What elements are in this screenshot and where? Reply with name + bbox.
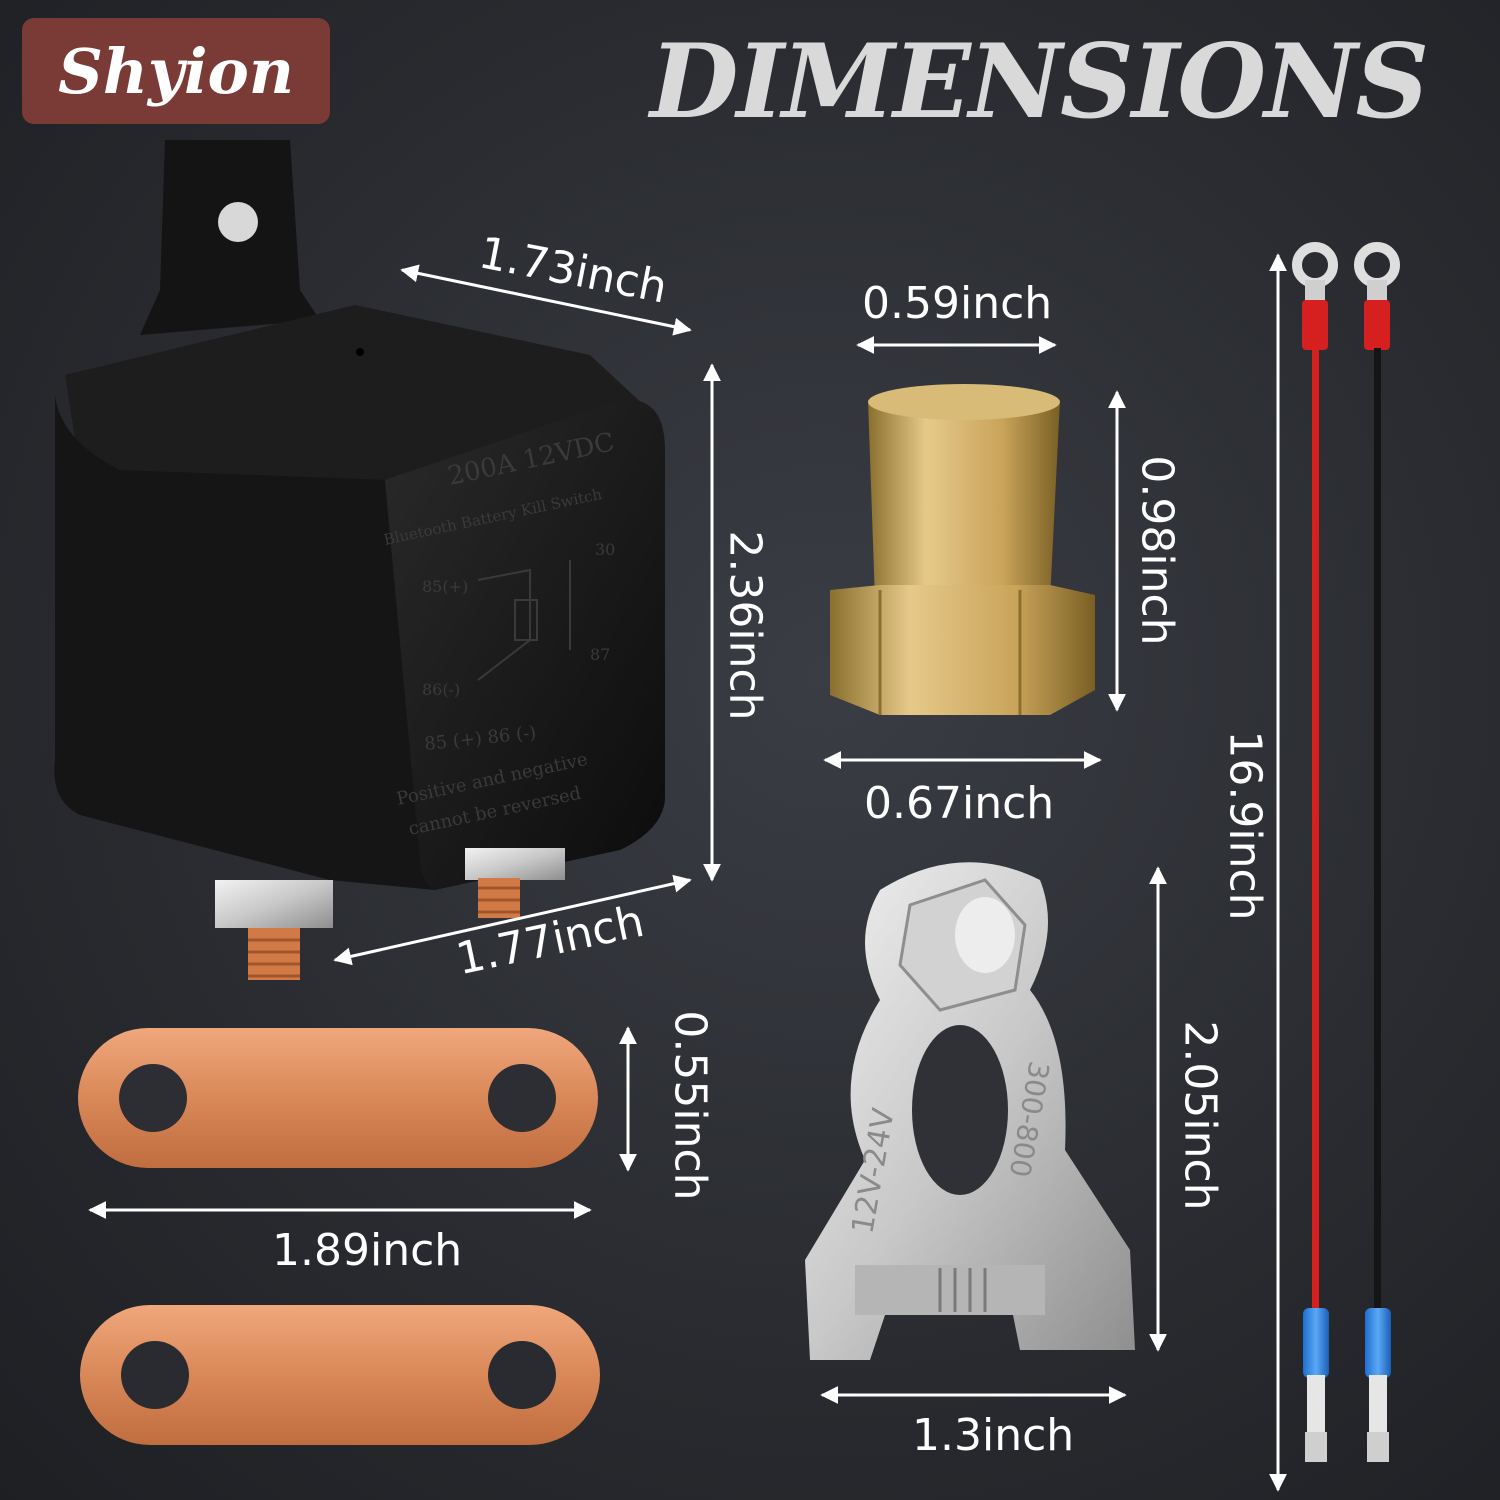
relay-top-arrow xyxy=(400,264,692,336)
relay-stud-left xyxy=(215,880,333,980)
cable-length-dimension-label: 16.9inch xyxy=(1219,730,1271,921)
relay-print-pin86: 86(-) xyxy=(422,680,460,699)
brass-top-dimension-label: 0.59inch xyxy=(862,278,1053,329)
relay-print-pin87: 87 xyxy=(590,645,610,664)
relay-height-dimension-label: 2.36inch xyxy=(719,530,771,721)
brass-bottom-dimension-label: 0.67inch xyxy=(864,778,1055,829)
terminal-clamp: 12V-24V 300-800 xyxy=(805,862,1135,1360)
relay: 200A 12VDC Bluetooth Battery Kill Switch… xyxy=(54,140,721,980)
brand-badge: Shyion xyxy=(22,18,330,124)
brass-height-dimension-label: 0.98inch xyxy=(1131,455,1183,646)
cable-black xyxy=(1354,242,1400,1462)
copper-strip-1 xyxy=(78,1028,598,1168)
copper-height-dimension-label: 0.55inch xyxy=(664,1010,716,1201)
cable-red xyxy=(1292,242,1338,1462)
page-title: DIMENSIONS xyxy=(650,22,1429,142)
relay-stud-right xyxy=(465,848,565,918)
relay-bottom-arrow xyxy=(333,874,692,966)
brass-post xyxy=(823,336,1126,769)
relay-print-pin85: 85(+) xyxy=(422,577,468,596)
clamp-width-dimension-label: 1.3inch xyxy=(912,1410,1075,1461)
copper-strip-2 xyxy=(80,1305,600,1445)
copper-width-dimension-label: 1.89inch xyxy=(272,1225,463,1276)
clamp-height-dimension-label: 2.05inch xyxy=(1174,1020,1226,1211)
brand-logo-text: Shyion xyxy=(58,34,294,108)
relay-print-pin30: 30 xyxy=(595,540,615,559)
